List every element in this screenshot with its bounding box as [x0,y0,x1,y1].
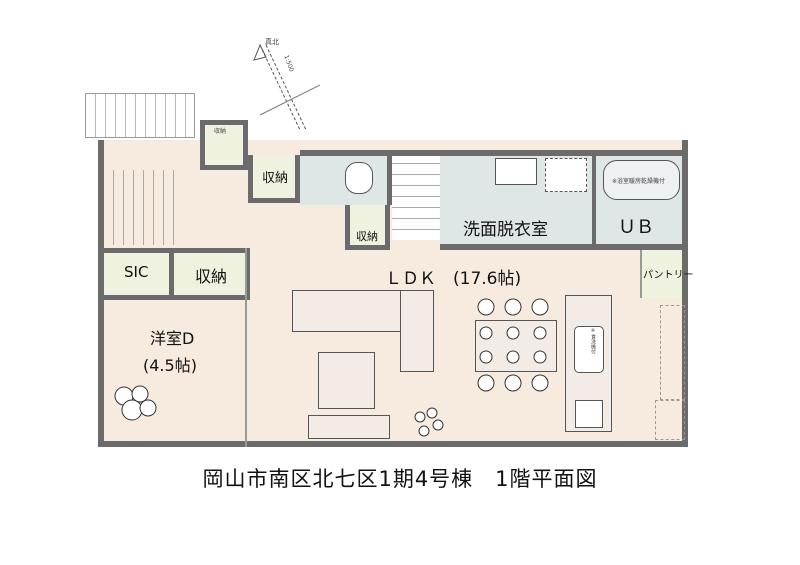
entrance-storage [200,120,248,170]
dining-chairs [477,298,549,392]
partition [245,248,251,447]
ub-label: ＵＢ [618,217,654,238]
sic-label: SIC [124,263,149,281]
toilet-icon [345,162,373,194]
washroom-label: 洗面脱衣室 [463,220,548,240]
sink-icon [495,158,537,185]
sofa-chaise [400,290,434,372]
pantry-label: パントリー [643,270,694,281]
tv-board [308,415,390,439]
ldk-label: ＬＤＫ (17.6帖) [385,269,522,289]
kitchen-note: ※食洗機付 [590,328,596,354]
bath-note: ※浴室暖房乾燥機付 [612,178,666,185]
north-label: 真北 [265,38,279,46]
wall [98,168,104,248]
storage-2 [345,205,390,250]
storage-3 [174,248,250,300]
storage-1-label: 収納 [262,171,289,186]
storage-2-label: 収納 [356,230,378,243]
entrance-storage-label: 収納 [214,128,227,135]
porch-steps [85,93,195,138]
entry-steps [104,170,174,245]
pantry [640,250,688,298]
fridge-space [660,305,685,400]
plant-icon [114,385,157,421]
stove-icon [575,400,603,428]
washer-icon [545,158,587,192]
sic [104,248,174,300]
coffee-table [318,352,375,409]
storage-3-label: 収納 [195,267,228,286]
bathtub-icon [603,160,680,200]
western-room-label: 洋室D [150,329,195,348]
western-room-size: (4.5帖) [143,356,197,375]
plant-icon [414,407,444,437]
kitchen-sink-icon [574,326,604,373]
plan-title: 岡山市南区北七区1期4号棟 1階平面図 [202,467,598,491]
storage-space [655,400,685,440]
north-compass-icon [253,43,320,131]
storage-1 [248,155,300,203]
